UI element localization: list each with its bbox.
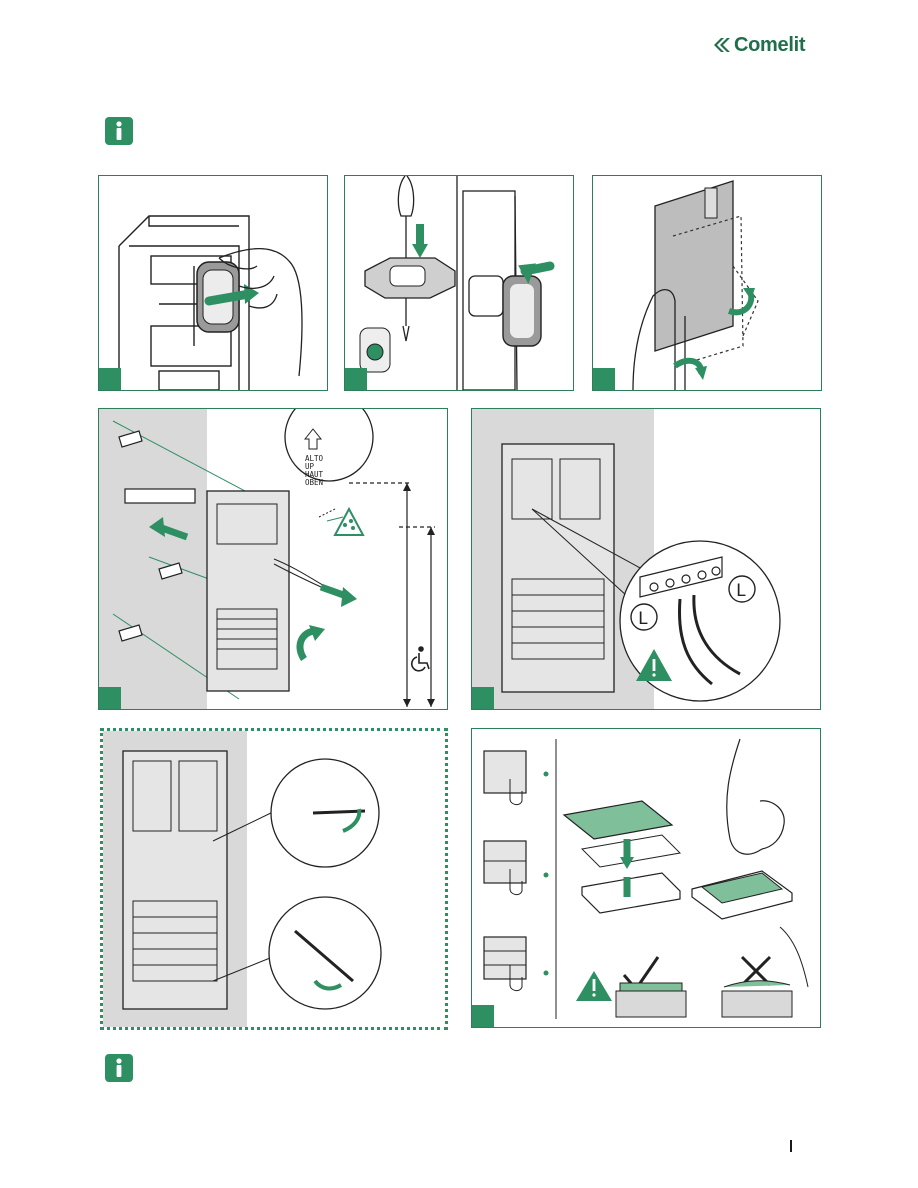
step-panel-4: ALTO UP HAUT OBEN [98,408,448,710]
comelit-mark-icon [712,34,732,56]
step-marker [472,687,494,709]
step-marker [593,368,615,390]
step-marker [472,1005,494,1027]
terminal-label-left: L [638,609,648,629]
brand-name: Comelit [734,34,805,56]
button-label-illustration [472,729,820,1027]
step-panel-1 [98,175,328,391]
terminal-label-right: L [736,581,746,601]
accessibility-icon [412,647,429,671]
info-icon [103,115,135,147]
warning-icon [576,971,612,1001]
step-marker [99,687,121,709]
step-marker [99,368,121,390]
wiring-illustration: L L [472,409,820,709]
page-separator [790,1140,792,1152]
wall-mounting-illustration: ALTO UP HAUT OBEN [99,409,447,709]
comelit-logo: Comelit [712,34,824,56]
step-panel-3 [592,175,822,391]
screwdriver-illustration [345,176,573,390]
info-icon [103,1052,135,1084]
optional-step-panel [100,728,448,1030]
step-panel-2 [344,175,574,391]
remove-button-cap-illustration [99,176,327,390]
orientation-label-4: OBEN [305,478,323,487]
step-panel-5: L L [471,408,821,710]
step-marker [345,368,367,390]
step-panel-7 [471,728,821,1028]
dip-switch-adjust-illustration [103,731,445,1027]
unscrew-housing-illustration [593,176,821,390]
